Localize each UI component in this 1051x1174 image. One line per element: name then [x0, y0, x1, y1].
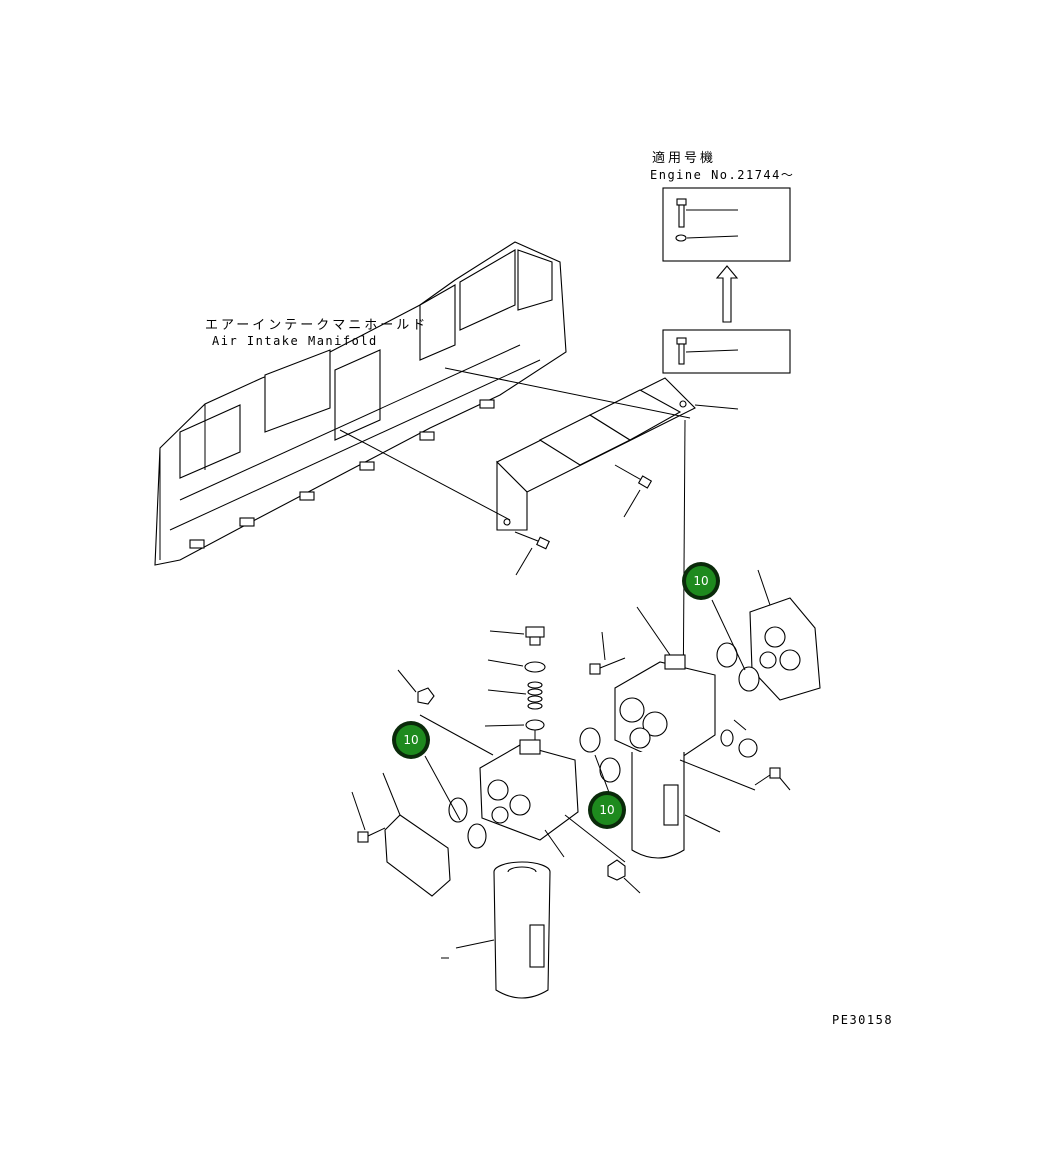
- filter-head-right: [614, 654, 716, 766]
- cover-plate-left: [384, 814, 451, 897]
- detail-box-new: [662, 187, 791, 262]
- applicable-label-en: Engine No.21744～: [650, 168, 794, 182]
- washer: [487, 659, 546, 673]
- cover-plate-right: [749, 597, 821, 701]
- nut-center: [607, 859, 641, 894]
- plug-right: [720, 719, 758, 758]
- callout-1-text: 10: [693, 574, 708, 588]
- bolt-left: [351, 791, 386, 843]
- nut-left: [397, 669, 435, 705]
- manifold-label-en: Air Intake Manifold: [212, 334, 378, 348]
- drawing-number: PE30158: [832, 1013, 893, 1027]
- filter-head-left: [479, 739, 579, 841]
- seal-ring: [484, 719, 545, 731]
- upgrade-arrow-icon: [715, 265, 739, 323]
- callout-badge-2[interactable]: 10: [392, 721, 430, 759]
- manifold-label-jp: エアーインテークマニホールド: [205, 318, 428, 333]
- callout-2-text: 10: [403, 733, 418, 747]
- head-bolt-top: [589, 631, 626, 675]
- oil-filter-left: [493, 861, 551, 999]
- bolt-right: [754, 767, 791, 791]
- callout-3-text: 10: [599, 803, 614, 817]
- spring: [487, 681, 543, 710]
- bracket-bolt-2: [514, 531, 550, 576]
- callout-badge-1[interactable]: 10: [682, 562, 720, 600]
- bracket-bolt-1: [614, 464, 653, 518]
- oil-filter-right: [631, 752, 685, 859]
- applicable-label-jp: 適用号機: [652, 150, 716, 166]
- relief-plug: [489, 626, 545, 646]
- filter-bracket: [496, 377, 696, 531]
- detail-box-old: [662, 329, 791, 374]
- callout-badge-3[interactable]: 10: [588, 791, 626, 829]
- air-intake-manifold: [154, 241, 567, 566]
